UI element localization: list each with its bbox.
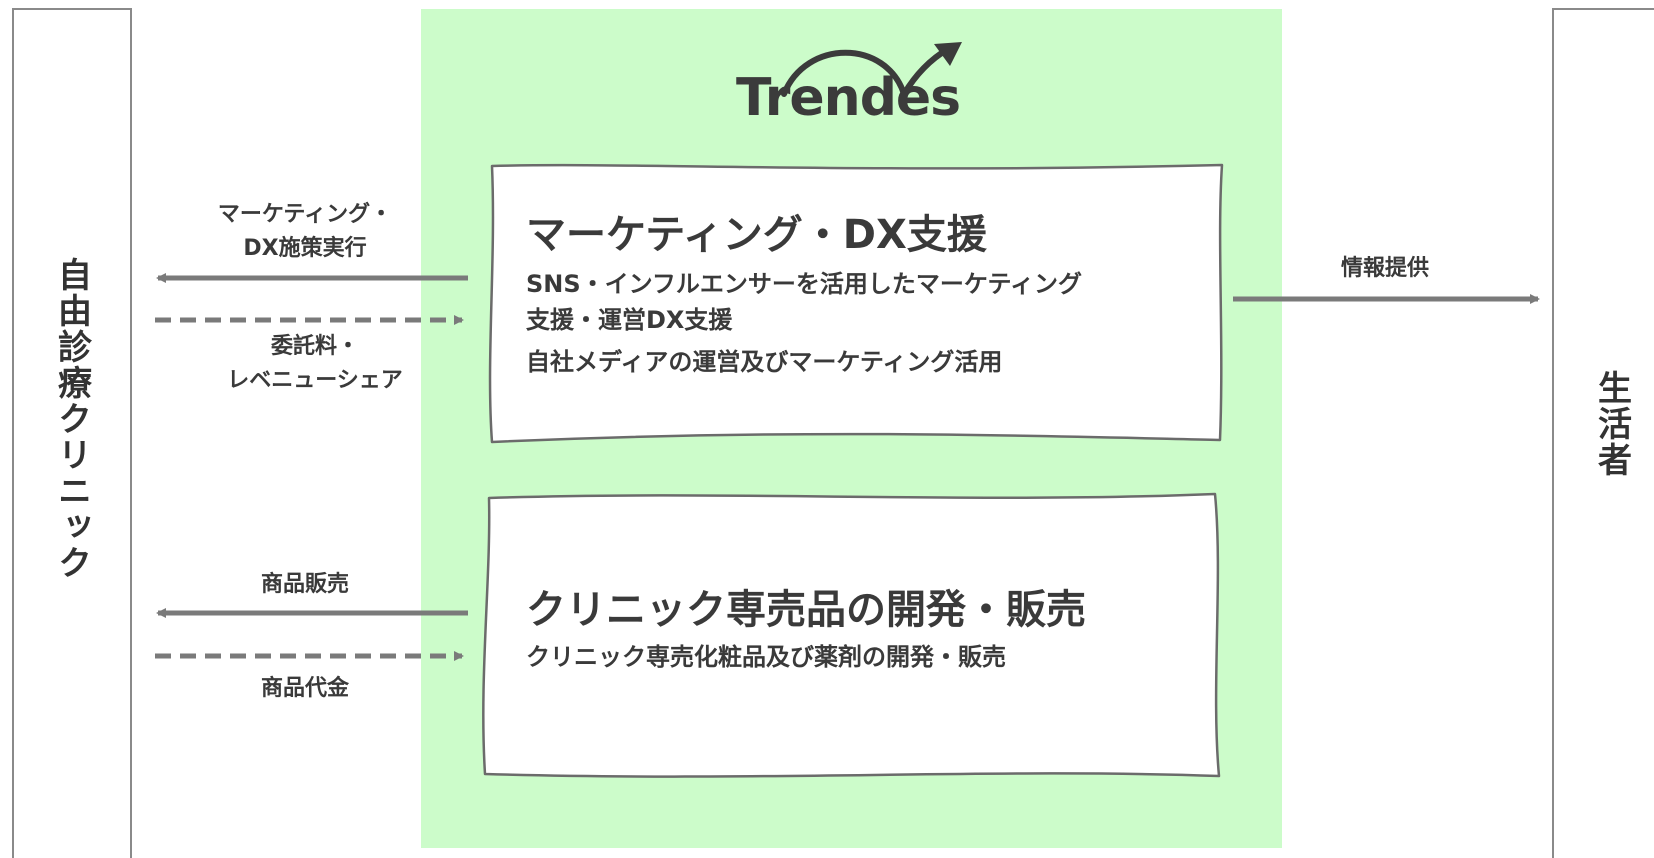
marketing-execution-label: マーケティング・ DX施策実行 <box>180 198 430 266</box>
marketing-card-frame <box>488 163 1224 444</box>
commission-label: 委託料・ レベニューシェア <box>180 330 450 398</box>
logo-swoosh-arrow-icon <box>781 42 962 97</box>
product-payment-label: 商品代金 <box>260 676 349 701</box>
product-sales-label: 商品販売 <box>260 572 349 597</box>
consumer-label: 生活者 <box>1591 370 1632 478</box>
commission-label-line2: レベニューシェア <box>227 368 403 393</box>
logo-text: Trendes <box>736 68 961 128</box>
marketing-execution-label-line2: DX施策実行 <box>243 236 367 261</box>
products-card: クリニック専売品の開発・販売 クリニック専売化粧品及び薬剤の開発・販売 <box>526 583 1086 675</box>
consumer-box: 生活者 <box>1552 8 1654 858</box>
information-label: 情報提供 <box>1340 256 1429 281</box>
clinic-label: 自由診療クリニック <box>51 257 92 581</box>
marketing-execution-label-line1: マーケティング・ <box>217 202 393 227</box>
commission-label-line1: 委託料・ <box>270 334 359 359</box>
marketing-card-title: マーケティング・DX支援 <box>526 212 987 258</box>
trendes-logo: Trendes <box>736 42 966 128</box>
products-card-title: クリニック専売品の開発・販売 <box>526 587 1086 633</box>
clinic-box: 自由診療クリニック <box>12 8 132 858</box>
marketing-card: マーケティング・DX支援 SNS・インフルエンサーを活用したマーケティング 支援… <box>526 208 1082 380</box>
marketing-card-line: 支援・運営DX支援 <box>526 306 733 334</box>
marketing-card-line: SNS・インフルエンサーを活用したマーケティング <box>526 270 1083 298</box>
marketing-card-line: 自社メディアの運営及びマーケティング活用 <box>526 348 1003 376</box>
products-card-frame <box>482 492 1221 778</box>
products-card-line: クリニック専売化粧品及び薬剤の開発・販売 <box>526 643 1006 671</box>
